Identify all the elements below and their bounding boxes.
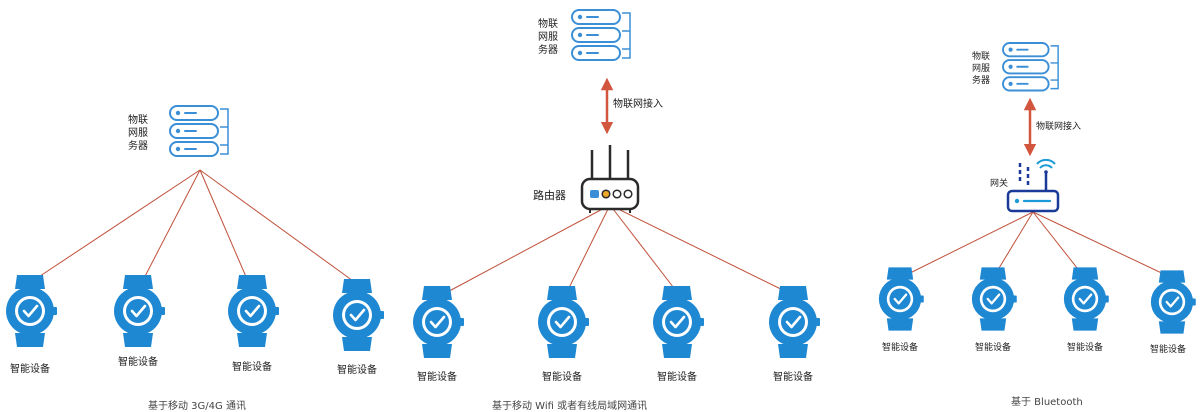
- device-label: 智能设备: [417, 372, 457, 383]
- smartwatch-icon: [767, 284, 822, 360]
- access-label: 物联网接入: [613, 99, 663, 110]
- server-label-line: 网服: [128, 128, 148, 139]
- device-label: 智能设备: [1066, 343, 1103, 353]
- link-line: [199, 169, 361, 287]
- smartwatch-icon: [877, 266, 925, 332]
- device-label: 智能设备: [881, 343, 918, 353]
- link-line: [199, 169, 251, 287]
- server-stack-icon: [572, 10, 630, 60]
- server-label-line: 网服: [972, 64, 991, 74]
- link-line: [899, 211, 1034, 279]
- server-label-line: 物联: [972, 52, 991, 62]
- device-label: 智能设备: [118, 357, 158, 368]
- link-lines: [899, 211, 1173, 279]
- smartwatch-icon: [1062, 266, 1110, 332]
- server-label: 物联 网服 务器: [538, 18, 566, 57]
- gateway-icon: [1006, 158, 1060, 213]
- link-line: [439, 204, 611, 297]
- link-line: [992, 211, 1034, 279]
- device-label: 智能设备: [10, 364, 50, 375]
- server-label-line: 物联: [128, 115, 148, 126]
- device-label: 智能设备: [542, 372, 582, 383]
- server-label-line: 网服: [538, 32, 558, 43]
- device-label: 智能设备: [232, 362, 272, 373]
- smartwatch-icon: [1149, 269, 1197, 335]
- panel-wifi: [411, 10, 822, 360]
- link-line: [139, 169, 201, 287]
- smartwatch-icon: [112, 273, 167, 349]
- device-label: 智能设备: [337, 365, 377, 376]
- smartwatch-icon: [651, 284, 706, 360]
- server-label-line: 务器: [972, 76, 991, 86]
- link-line: [1032, 211, 1173, 279]
- server-label-line: 务器: [538, 45, 558, 56]
- server-label-line: 物联: [538, 19, 558, 30]
- panel-caption: 基于移动 Wifi 或者有线局域网通讯: [492, 401, 648, 412]
- smartwatch-icon: [4, 273, 59, 349]
- link-lines: [24, 169, 361, 287]
- smartwatch-icon: [536, 284, 591, 360]
- panel-caption: 基于移动 3G/4G 通讯: [148, 401, 246, 412]
- gateway-label: 网关: [990, 179, 1009, 189]
- server-stack-icon: [170, 106, 228, 156]
- device-label: 智能设备: [974, 343, 1011, 353]
- panel-bluetooth: [877, 43, 1197, 335]
- link-lines: [439, 204, 796, 297]
- server-label: 物联 网服 务器: [972, 51, 1000, 87]
- server-label: 物联 网服 务器: [128, 114, 156, 153]
- server-label-line: 务器: [128, 141, 148, 152]
- device-label: 智能设备: [1149, 345, 1186, 355]
- smartwatch-icon: [226, 273, 281, 349]
- link-line: [564, 204, 611, 297]
- router-icon: [580, 145, 640, 213]
- server-stack-icon: [1003, 43, 1058, 91]
- smartwatch-icon: [970, 266, 1018, 332]
- link-line: [1032, 211, 1086, 279]
- smartwatch-icon: [411, 284, 466, 360]
- link-line: [609, 204, 796, 297]
- smartwatch-icon: [331, 277, 386, 353]
- device-label: 智能设备: [657, 372, 697, 383]
- panel-3g4g: [4, 106, 386, 353]
- device-label: 智能设备: [773, 372, 813, 383]
- access-label: 物联网接入: [1036, 122, 1082, 132]
- link-line: [609, 204, 681, 297]
- router-label: 路由器: [533, 189, 566, 202]
- link-line: [24, 169, 201, 287]
- panel-caption: 基于 Bluetooth: [1011, 397, 1083, 408]
